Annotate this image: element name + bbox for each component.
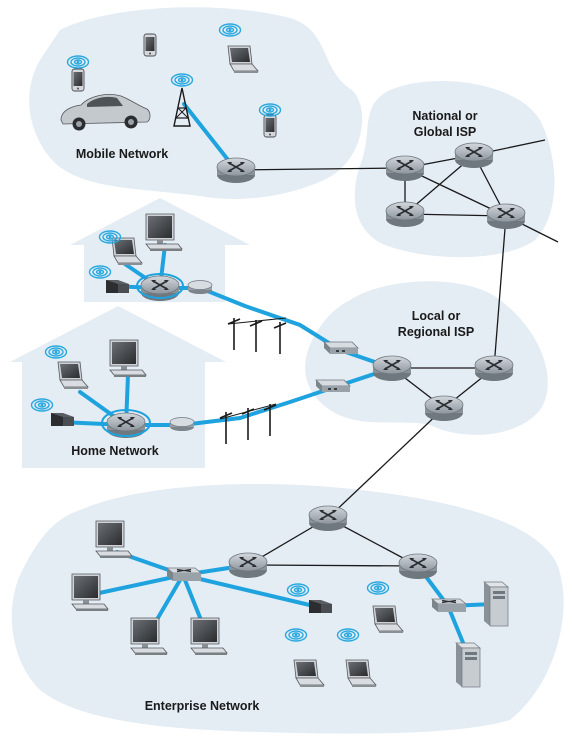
telephone-pole-icon (273, 321, 287, 355)
national-isp-router-icon (385, 201, 425, 228)
wifi-signal-icon (98, 230, 122, 244)
enterprise-switch-icon (166, 567, 202, 582)
enterprise-router-icon (398, 553, 438, 580)
home-modem-icon (169, 417, 195, 432)
phone-icon (71, 68, 85, 92)
telephone-pole-icon (219, 411, 233, 445)
wifi-signal-icon (366, 581, 390, 595)
wifi-signal-icon (286, 583, 310, 597)
enterprise-router-icon (308, 505, 348, 532)
local-isp-router-icon (474, 355, 514, 382)
local-isp-label-line1: Local or (412, 309, 461, 323)
mobile-network-region (29, 7, 363, 199)
national-isp-label-line1: National or (412, 109, 477, 123)
home-modem-icon (187, 280, 213, 295)
wifi-signal-icon (88, 265, 112, 279)
home-network-label: Home Network (71, 444, 159, 458)
telephone-pole-icon (249, 319, 263, 353)
wifi-signal-icon (44, 345, 68, 359)
national-isp-region (354, 81, 555, 258)
isp-access-device-icon (323, 341, 359, 355)
enterprise-network-region (11, 484, 564, 734)
national-isp-router-icon (385, 155, 425, 182)
mobile-network-label: Mobile Network (76, 147, 168, 161)
local-isp-router-icon (372, 355, 412, 382)
server-icon (483, 581, 509, 627)
wifi-signal-icon (336, 628, 360, 642)
enterprise-router-icon (228, 552, 268, 579)
wifi-signal-icon (30, 398, 54, 412)
national-isp-router-icon (454, 142, 494, 169)
wifi-signal-icon (258, 103, 282, 117)
tower-wifi-signal-icon (170, 73, 194, 87)
car-icon (60, 94, 151, 131)
enterprise-switch-icon (431, 598, 467, 613)
wifi-signal-icon (66, 55, 90, 69)
isp-access-device-icon (315, 379, 351, 393)
cell-tower-icon (173, 87, 191, 127)
local-isp-region (305, 281, 548, 435)
phone-icon (143, 33, 157, 57)
phone-icon (263, 114, 277, 138)
national-isp-router-icon (486, 203, 526, 230)
mobile-gateway-router-icon (216, 157, 256, 184)
server-icon (455, 642, 481, 688)
wifi-signal-icon (284, 628, 308, 642)
national-isp-label-line2: Global ISP (414, 125, 477, 139)
local-isp-label-line2: Regional ISP (398, 325, 474, 339)
enterprise-network-label: Enterprise Network (145, 699, 260, 713)
local-isp-router-icon (424, 395, 464, 422)
wifi-signal-icon (218, 23, 242, 37)
